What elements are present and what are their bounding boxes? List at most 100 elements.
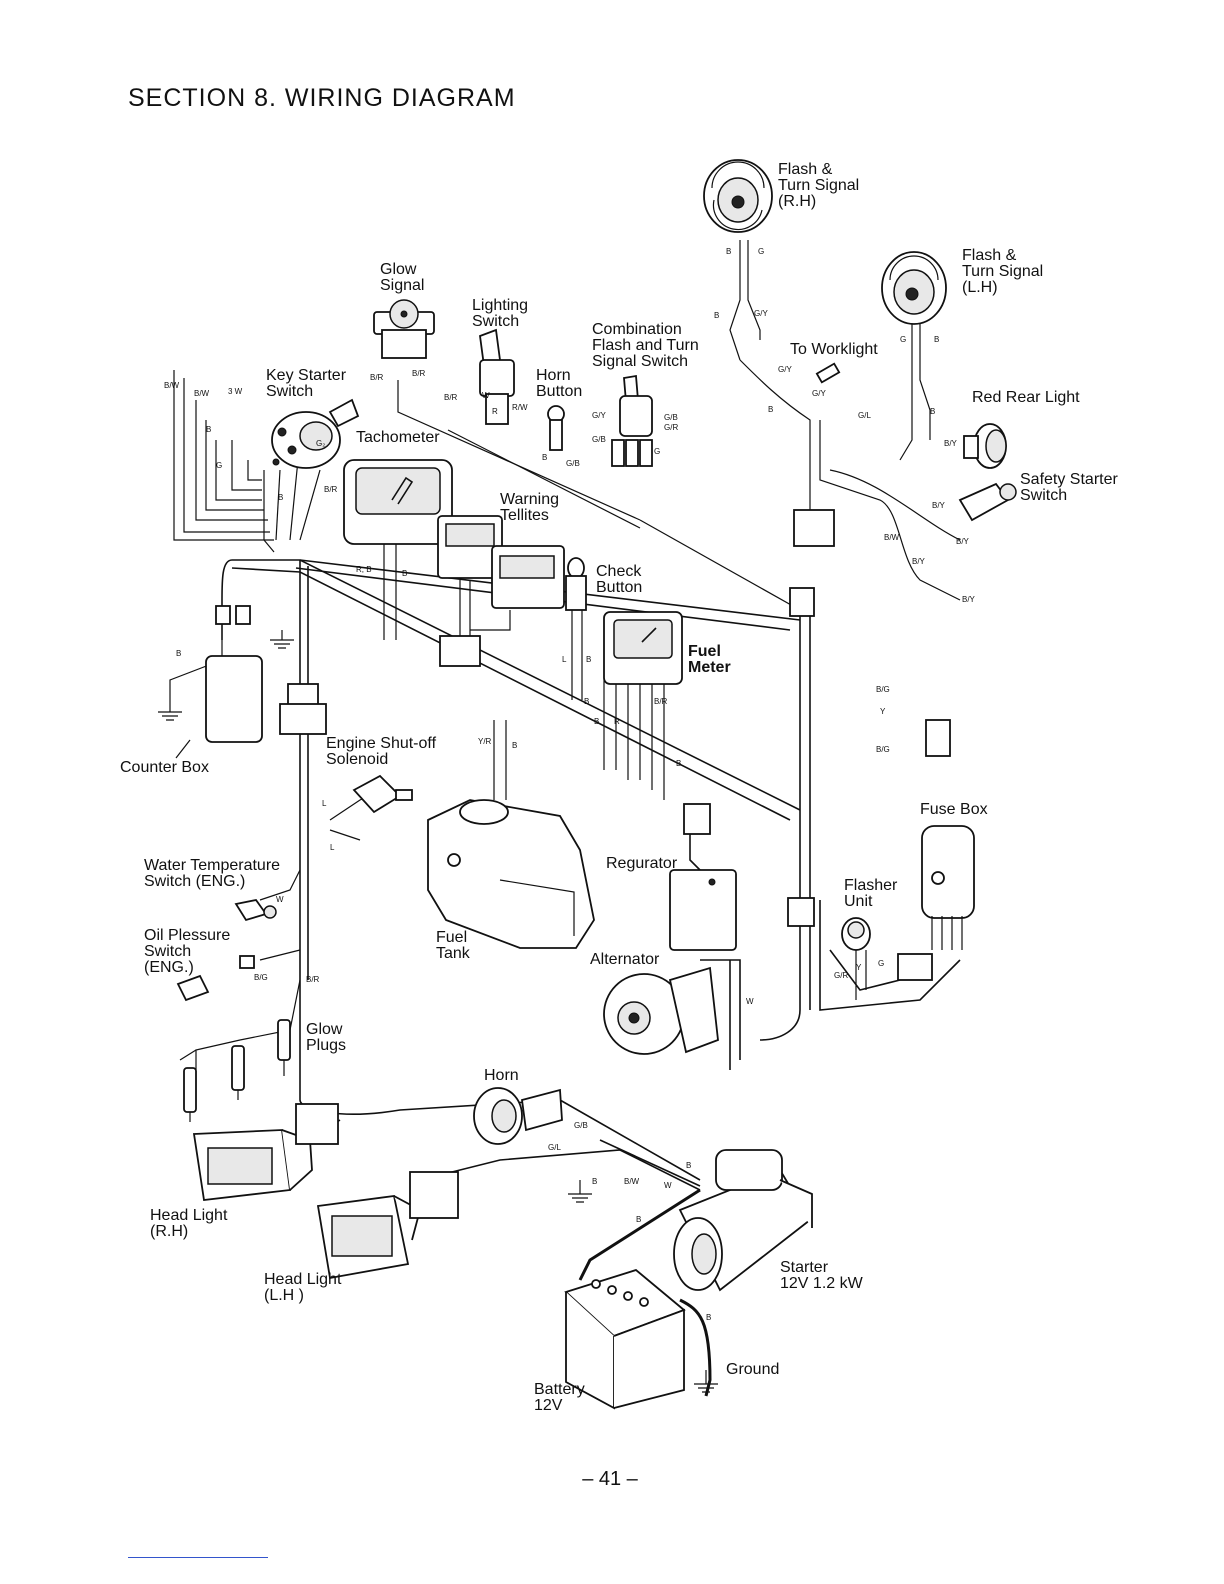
wire-code: B/Y (962, 595, 976, 604)
fuse-box-icon (921, 825, 975, 950)
starter-icon (673, 1149, 813, 1292)
wire-code: B (594, 717, 599, 726)
fuel-tank-icon (427, 799, 595, 949)
fuel-meter-icon (603, 611, 683, 685)
label-line: 12V 1.2 kW (780, 1275, 864, 1292)
label-line: Horn (536, 367, 571, 384)
wire-code: G/R (664, 423, 678, 432)
wire-code: B/R (370, 373, 384, 382)
horn-icon (473, 1087, 563, 1145)
wire-code: R (492, 407, 498, 416)
label-fuse-box: Fuse Box (920, 801, 988, 818)
wire-code: B (930, 407, 935, 416)
wire-code: B/Y (912, 557, 926, 566)
label-line: Button (596, 579, 642, 596)
label-line: (ENG.) (144, 959, 194, 976)
wire-code: L (330, 843, 335, 852)
label-to-worklight: To Worklight (790, 341, 878, 358)
label-line: (R.H) (150, 1223, 188, 1240)
label-line: Button (536, 383, 582, 400)
wire-code: R, B (356, 565, 372, 574)
wire-code: B (686, 1161, 691, 1170)
label-line: Solenoid (326, 751, 388, 768)
regurator-icon (669, 869, 737, 951)
label-line: (L.H) (962, 279, 998, 296)
engine-shutoff-solenoid-icon (352, 774, 413, 814)
label-line: Switch (144, 943, 191, 960)
wire-code: B (726, 247, 731, 256)
label-line: Signal Switch (592, 353, 688, 370)
wire-code: B/R (654, 697, 668, 706)
wire-code: B/W (164, 381, 180, 390)
label-line: 12V (534, 1397, 563, 1414)
label-head-light-rh: Head Light(R.H) (150, 1207, 228, 1240)
wire-code: R (614, 717, 620, 726)
label-line: Lighting (472, 297, 528, 314)
glow-plugs-icon (183, 1019, 291, 1122)
wire-code: B/W (194, 389, 210, 398)
label-line: Head Light (264, 1271, 342, 1288)
label-flash-lh: Flash &Turn Signal(L.H) (962, 247, 1043, 296)
main-harness (169, 240, 961, 1397)
label-line: Warning (500, 491, 559, 508)
wire-code: G (900, 335, 906, 344)
label-line: Flash and Turn (592, 337, 699, 354)
component-labels: Flash &Turn Signal(R.H) Flash &Turn Sign… (120, 161, 1118, 1414)
wire-code: G/B (574, 1121, 588, 1130)
wire-code: G/Y (778, 365, 792, 374)
wire-code: B (542, 453, 547, 462)
wire-code: Y/R (478, 737, 492, 746)
label-line: Starter (780, 1259, 829, 1276)
wire-code: L (562, 655, 567, 664)
wire-code: B/Y (944, 439, 958, 448)
battery-icon (564, 1268, 686, 1410)
counter-box-icon (205, 605, 263, 743)
label-line: Tank (436, 945, 471, 962)
label-line: Glow (380, 261, 417, 278)
label-line: Glow (306, 1021, 343, 1038)
label-line: Switch (266, 383, 313, 400)
wire-code: W (746, 997, 754, 1006)
wire-code: B/R (444, 393, 458, 402)
combination-switch-icon (611, 374, 653, 467)
label-line: Switch (ENG.) (144, 873, 245, 890)
wire-code: G/B (566, 459, 580, 468)
wire-code: G/B (592, 435, 606, 444)
label-line: Safety Starter (1020, 471, 1118, 488)
wire-code: B/G (254, 973, 268, 982)
wire-code: R/W (512, 403, 528, 412)
wire-code: G₂ (316, 439, 325, 448)
label-line: Fuel (688, 643, 721, 660)
label-line: Oil Plessure (144, 927, 230, 944)
wire-code: G (878, 959, 884, 968)
label-line: Flash & (778, 161, 833, 178)
wire-code: W (482, 391, 490, 400)
wire-code: B/Y (956, 537, 970, 546)
wire-code: B (512, 741, 517, 750)
wire-code: B/Y (932, 501, 946, 510)
label-line: Head Light (150, 1207, 228, 1224)
label-line: Fuse Box (920, 801, 988, 818)
wire-code: B (934, 335, 939, 344)
wire-code: B/R (306, 975, 320, 984)
lighting-switch-icon (479, 328, 515, 425)
wire-code: B/G (876, 685, 890, 694)
wire-code: Y (880, 707, 886, 716)
wire-code: G (758, 247, 764, 256)
wire-code: Y (856, 963, 862, 972)
label-line: Ground (726, 1361, 779, 1378)
wire-code: W (664, 1181, 672, 1190)
label-line: Red Rear Light (972, 389, 1080, 406)
